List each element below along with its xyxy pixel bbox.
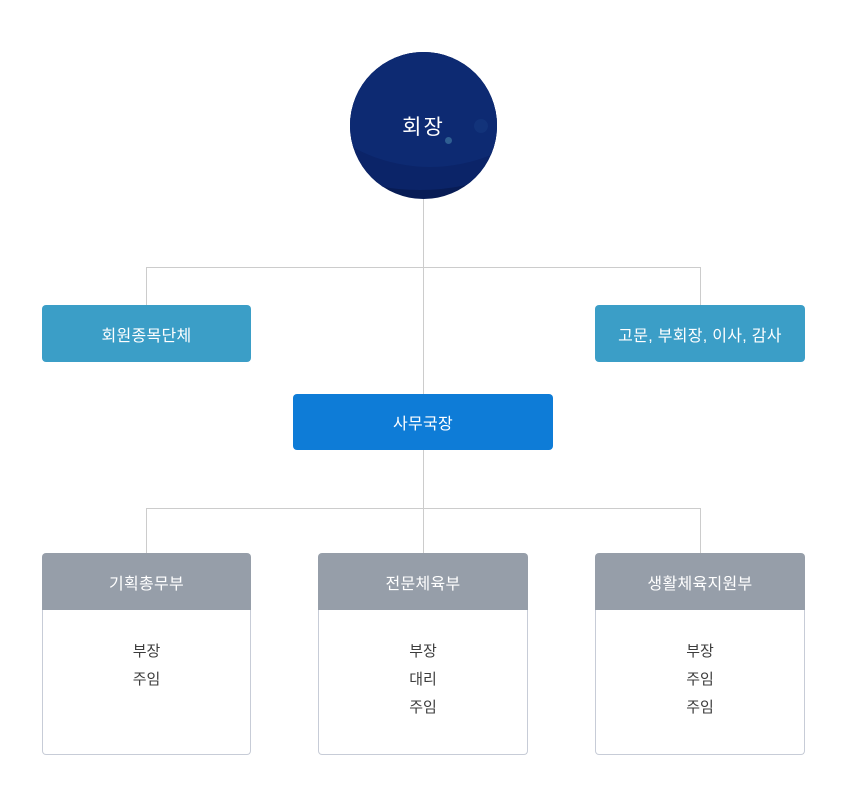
secretary-general-label: 사무국장 xyxy=(392,416,454,433)
secretary-general-box: 사무국장 xyxy=(293,394,553,450)
department-name: 기획총무부 xyxy=(42,553,251,610)
circle-dot-decoration xyxy=(474,119,488,133)
member-item: 대리 xyxy=(409,671,437,688)
member-item: 주임 xyxy=(686,671,714,688)
connector-line xyxy=(423,508,424,553)
connector-line xyxy=(146,267,147,305)
connector-line xyxy=(700,508,701,553)
member-item: 부장 xyxy=(132,643,161,660)
department-name: 전문체육부 xyxy=(318,553,528,610)
connector-line xyxy=(146,508,147,553)
connector-line xyxy=(700,267,701,305)
connector-line xyxy=(423,450,424,508)
member-org-label: 회원종목단체 xyxy=(101,327,192,345)
circle-wave-decoration xyxy=(350,52,497,167)
member-item: 주임 xyxy=(686,699,714,716)
member-item: 부장 xyxy=(686,643,714,660)
connector-line xyxy=(423,267,424,394)
chairman-label: 회장 xyxy=(402,115,445,139)
circle-dot-decoration xyxy=(445,137,452,144)
member-item: 부장 xyxy=(409,643,437,660)
member-org-box: 회원종목단체 xyxy=(42,305,251,362)
member-item: 주임 xyxy=(409,699,437,716)
chairman-circle: 회장 xyxy=(350,52,497,199)
advisors-label: 고문, 부회장, 이사, 감사 xyxy=(618,327,782,345)
connector-line xyxy=(423,199,424,267)
member-item: 주임 xyxy=(132,671,161,688)
department-name: 생활체육지원부 xyxy=(595,553,805,610)
advisors-box: 고문, 부회장, 이사, 감사 xyxy=(595,305,805,362)
